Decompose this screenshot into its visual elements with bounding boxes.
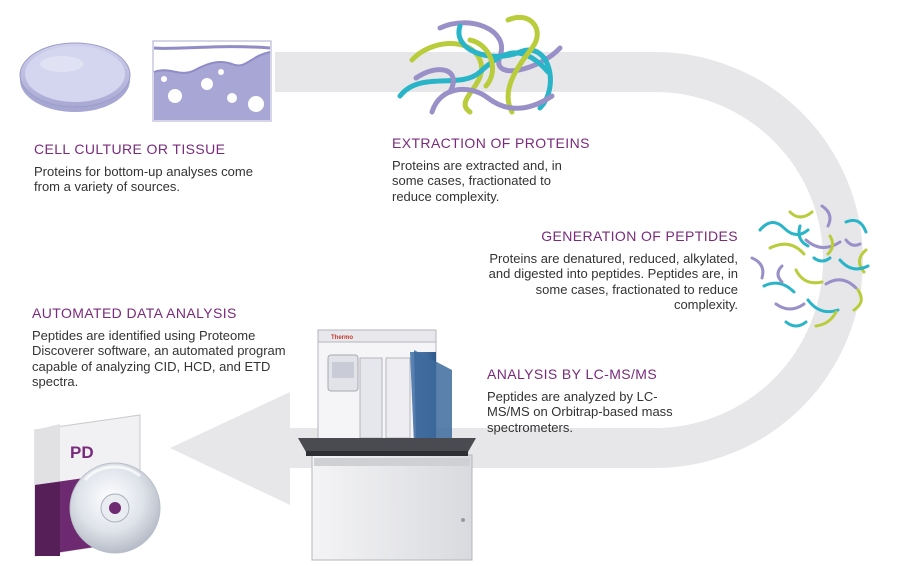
instrument-brand: Thermo (331, 335, 353, 341)
step-description: Peptides are identified using Proteome D… (32, 328, 286, 390)
step-peptide-generation: GENERATION OF PEPTIDES Proteins are dena… (480, 228, 738, 313)
step-data-analysis: AUTOMATED DATA ANALYSIS Peptides are ide… (32, 305, 294, 390)
step-cell-culture: CELL CULTURE OR TISSUE Proteins for bott… (34, 141, 264, 195)
cd-disc-icon (69, 462, 161, 554)
flow-arrow (170, 52, 863, 505)
software-box-label: PD (70, 443, 94, 462)
petri-dish-icon (19, 42, 131, 112)
step-lcms-analysis: ANALYSIS BY LC-MS/MS Peptides are analyz… (487, 366, 687, 435)
step-title: AUTOMATED DATA ANALYSIS (32, 305, 237, 321)
peptide-cloud-icon (750, 204, 870, 328)
protein-tangle-icon (397, 14, 563, 115)
step-description: Peptides are analyzed by LC-MS/MS on Orb… (487, 389, 673, 435)
step-title: ANALYSIS BY LC-MS/MS (487, 366, 658, 382)
step-title: EXTRACTION OF PROTEINS (392, 135, 590, 151)
step-description: Proteins are denatured, reduced, alkylat… (488, 251, 738, 313)
step-extraction: EXTRACTION OF PROTEINS Proteins are extr… (392, 135, 592, 204)
step-title: GENERATION OF PEPTIDES (541, 228, 738, 244)
tissue-section-icon (152, 40, 272, 122)
step-title: CELL CULTURE OR TISSUE (34, 141, 226, 157)
mass-spectrometer-icon: Thermo (298, 329, 476, 561)
step-description: Proteins are extracted and, in some case… (392, 158, 562, 204)
step-description: Proteins for bottom-up analyses come fro… (34, 164, 253, 195)
